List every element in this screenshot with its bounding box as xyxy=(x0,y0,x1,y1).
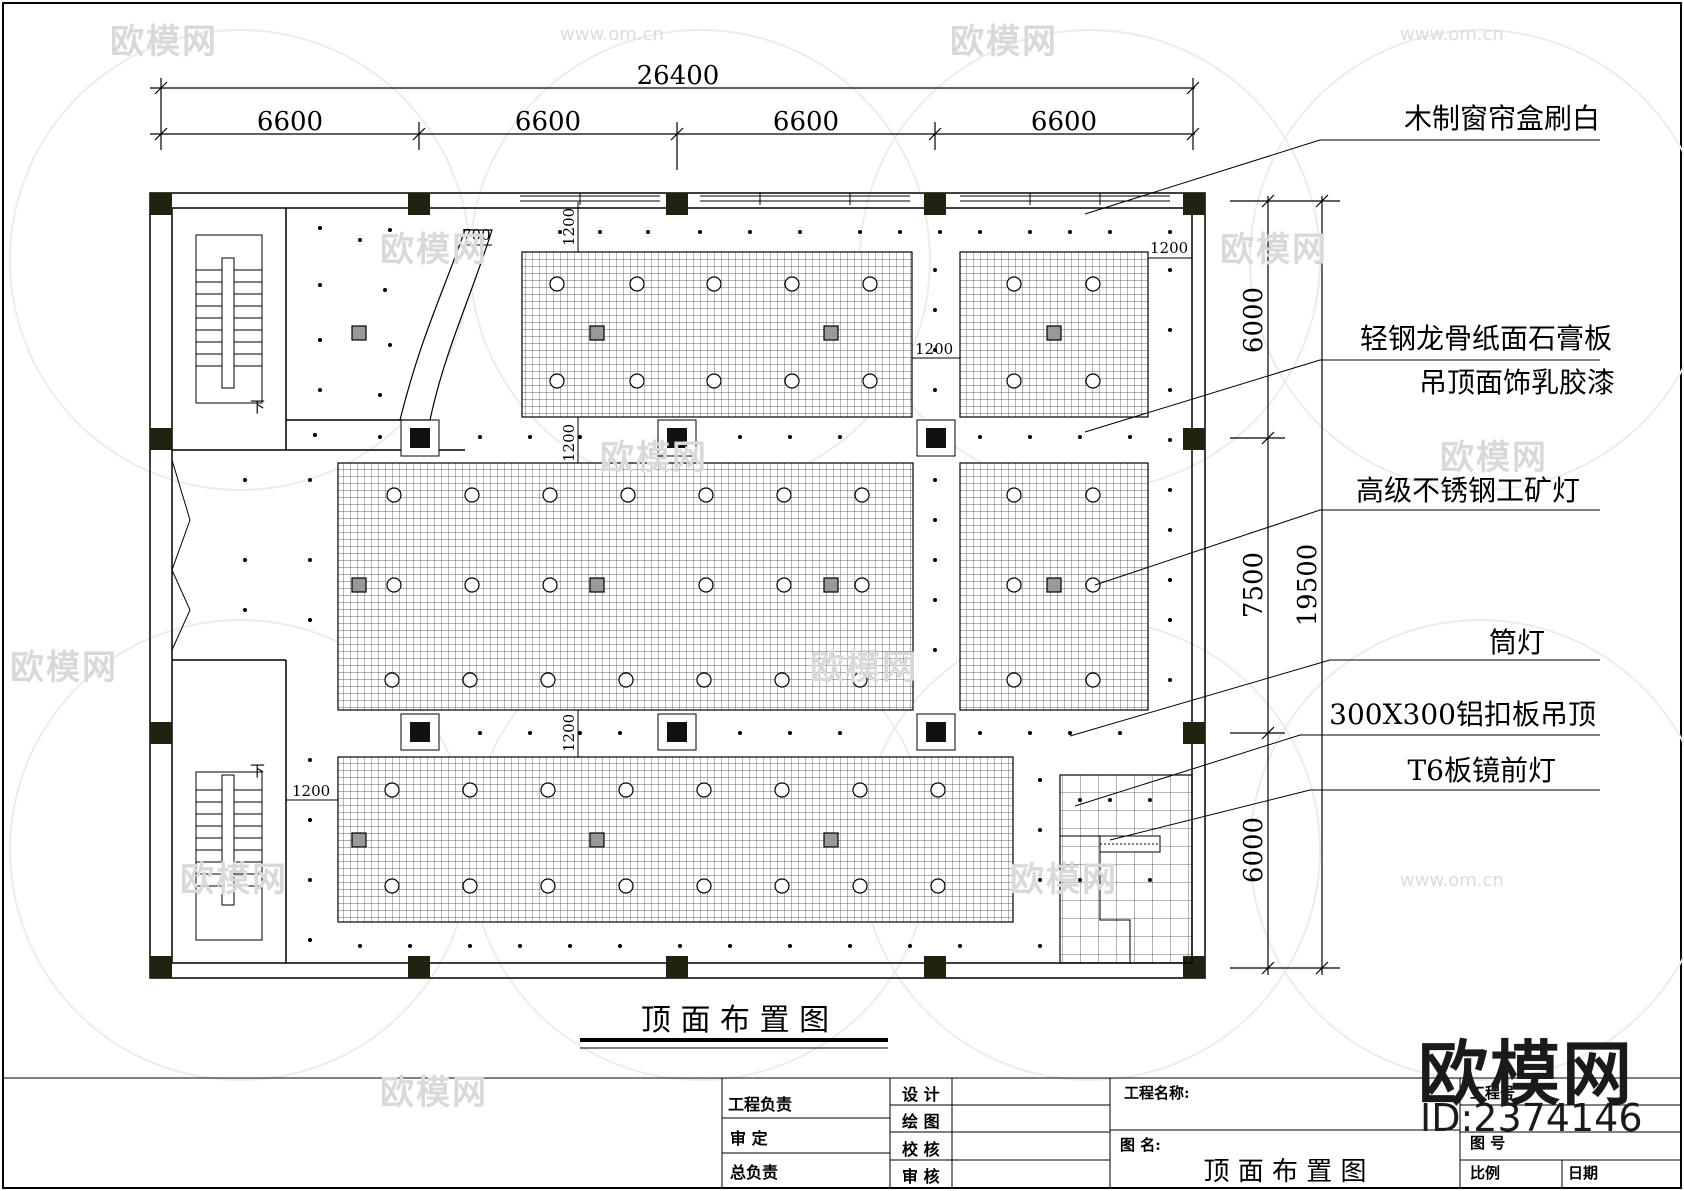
dim-1200-f: 1200 xyxy=(292,782,330,800)
tb-project-no: 工程号 xyxy=(1470,1084,1515,1102)
dim-overall-width: 26400 xyxy=(637,61,720,91)
columns xyxy=(150,193,1205,978)
stair-bottom xyxy=(195,771,263,941)
drawing-title: 顶 面 布 置 图 xyxy=(641,1003,829,1038)
dim-1200-a: 1200 xyxy=(560,208,578,246)
watermark-brand-11: 欧模网 xyxy=(380,1073,488,1113)
dim-bay-3: 6600 xyxy=(773,107,839,137)
dim-1200-b: 1200 xyxy=(560,424,578,462)
tb-drawing-no: 图 号 xyxy=(1470,1134,1505,1152)
legend-aluminum-ceiling: 300X300铝扣板吊顶 xyxy=(1329,698,1596,731)
dim-1200-c: 1200 xyxy=(560,714,578,752)
watermark-brand-10: 欧模网 xyxy=(1010,860,1118,900)
high-bay-lamps xyxy=(351,325,1062,848)
tb-project-lead: 工程负责 xyxy=(728,1095,792,1114)
interior-columns xyxy=(400,419,956,751)
legend-mirror-light: T6板镜前灯 xyxy=(1408,754,1557,787)
legend-high-bay-lamp: 高级不锈钢工矿灯 xyxy=(1356,474,1580,507)
stair-down-label-bottom: 下 xyxy=(250,762,265,780)
dim-bay-1: 6600 xyxy=(257,107,323,137)
watermark-brand-1: 欧模网 xyxy=(110,22,218,62)
stair-down-label-top: 下 xyxy=(250,398,265,416)
leader-lines xyxy=(1069,139,1600,841)
dim-1200-e: 1200 xyxy=(1150,239,1188,257)
watermark-url-2: www.om.cn xyxy=(1400,24,1504,45)
aluminum-panels xyxy=(337,251,1149,923)
dim-right-3: 6000 xyxy=(1239,817,1269,883)
title-block xyxy=(3,1077,1681,1188)
tb-scale: 比例 xyxy=(1470,1164,1500,1182)
tb-review: 审 核 xyxy=(902,1167,940,1186)
legend-curtain-box: 木制窗帘盒刷白 xyxy=(1404,102,1600,135)
tb-draw: 绘 图 xyxy=(902,1112,940,1131)
dim-1200-d: 1200 xyxy=(915,340,953,358)
watermark-url-3: www.om.cn xyxy=(1400,870,1504,891)
tb-design: 设 计 xyxy=(902,1085,940,1104)
tb-approve: 审 定 xyxy=(730,1129,768,1148)
dim-right-1: 6000 xyxy=(1239,287,1269,353)
tb-date: 日期 xyxy=(1568,1164,1598,1182)
downlights xyxy=(384,276,1101,894)
dim-overall-depth: 19500 xyxy=(1293,544,1323,627)
bathroom-area xyxy=(1059,774,1193,964)
tb-project-name: 工程名称: xyxy=(1124,1084,1190,1102)
watermark-brand-2: 欧模网 xyxy=(950,22,1058,62)
tb-check: 校 核 xyxy=(902,1140,940,1159)
legend-gypsum-board: 轻钢龙骨纸面石膏板 xyxy=(1360,322,1612,355)
dim-bay-2: 6600 xyxy=(515,107,581,137)
watermark-brand-4: 欧模网 xyxy=(1220,230,1328,270)
watermark-brand-7: 欧模网 xyxy=(10,648,118,688)
watermark-brand-9: 欧模网 xyxy=(180,860,288,900)
gypsum-spot-lights xyxy=(243,226,1172,948)
watermark-brand-5: 欧模网 xyxy=(600,438,708,478)
tb-drawing-name: 顶 面 布 置 图 xyxy=(1203,1157,1366,1187)
small-dim-lines xyxy=(286,202,1192,801)
left-zigzag xyxy=(171,459,191,651)
tb-drawing-name-label: 图 名: xyxy=(1120,1136,1161,1154)
top-dimensions xyxy=(150,78,1200,170)
watermark-brand-8: 欧模网 xyxy=(810,648,918,688)
brand-logo: 欧模网 xyxy=(1418,1033,1634,1115)
top-windows xyxy=(520,193,1170,205)
dim-right-2: 7500 xyxy=(1239,552,1269,618)
watermark-brand-6: 欧模网 xyxy=(1440,438,1548,478)
tb-chief: 总负责 xyxy=(730,1163,778,1182)
legend-latex-paint: 吊顶面饰乳胶漆 xyxy=(1419,366,1615,399)
stair-top xyxy=(195,234,263,404)
dim-bay-4: 6600 xyxy=(1031,107,1097,137)
curved-soffit xyxy=(399,229,493,421)
legend-downlight: 筒灯 xyxy=(1489,626,1545,659)
brand-id: ID:2374146 xyxy=(1420,1096,1643,1140)
right-dimensions xyxy=(1230,194,1340,975)
dim-700: 700 xyxy=(462,226,491,244)
watermark-url-1: www.om.cn xyxy=(560,24,664,45)
watermark-brand-3: 欧模网 xyxy=(380,230,488,270)
